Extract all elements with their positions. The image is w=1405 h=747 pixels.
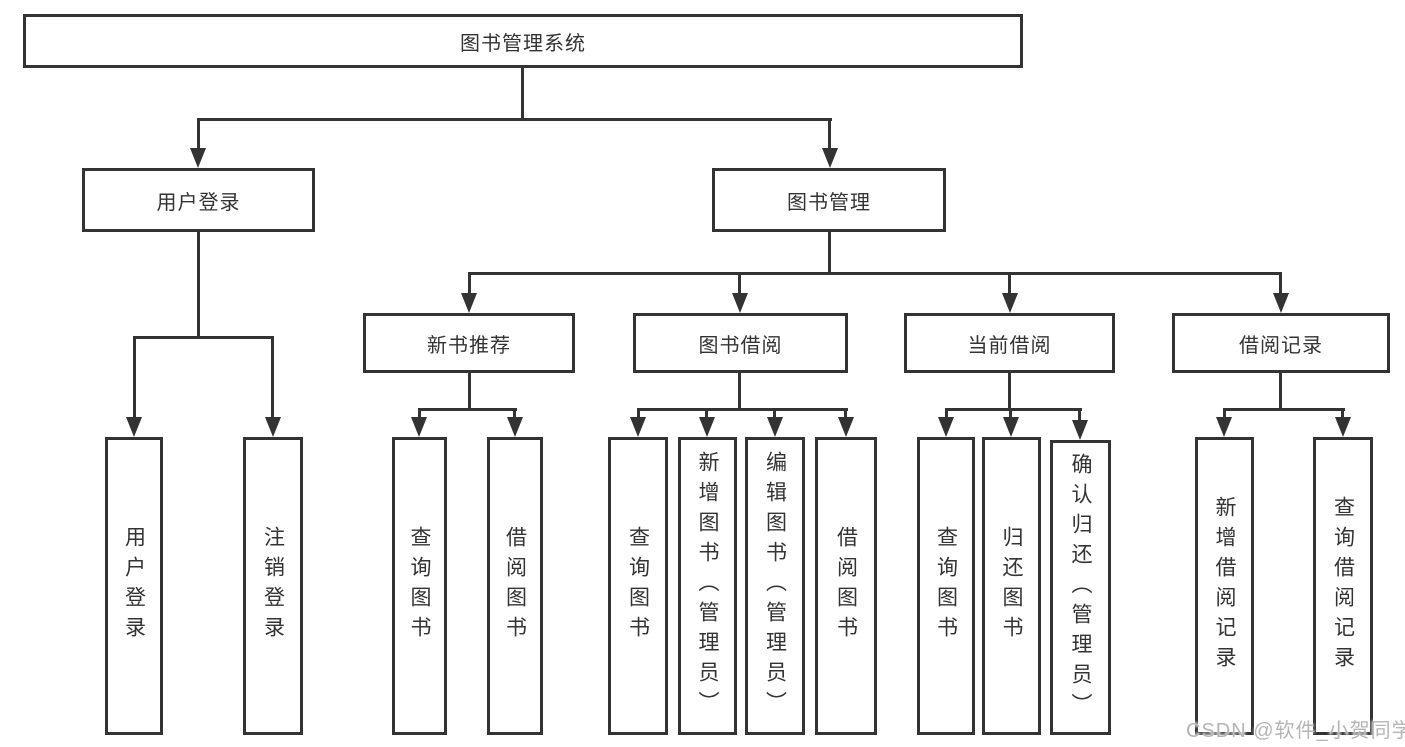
node-label: 借阅记录 (1239, 334, 1323, 357)
connector-line (637, 408, 640, 419)
connector-line (133, 336, 136, 419)
leaf-label: 查询图书 (626, 526, 650, 646)
node-user-login: 用户登录 (82, 168, 315, 232)
leaf-label: 确认归还（管理员） (1069, 452, 1092, 723)
leaf-label: 借阅图书 (503, 526, 527, 646)
connector-line (513, 408, 516, 419)
leaf-query-borrow-record: 查询借阅记录 (1313, 437, 1373, 735)
node-label: 图书借阅 (698, 334, 783, 357)
arrowhead-icon (507, 417, 523, 437)
leaf-label: 编辑图书（管理员） (763, 451, 787, 721)
leaf-query-books-current: 查询图书 (917, 437, 975, 735)
arrowhead-icon (838, 417, 854, 437)
connector-user-login-split (133, 336, 274, 339)
node-label: 图书管理 (787, 191, 871, 214)
watermark: CSDN @软件_小贺同学 (1186, 720, 1405, 742)
leaf-label: 查询图书 (934, 526, 958, 646)
connector-line (738, 272, 741, 295)
leaf-label: 用户登录 (122, 526, 146, 646)
arrowhead-icon (1335, 417, 1351, 437)
connector-line (418, 408, 421, 419)
node-label: 当前借阅 (967, 334, 1052, 357)
leaf-label: 查询图书 (408, 526, 431, 646)
connector-user-login-stem (197, 232, 200, 339)
leaf-borrow-books-recommend: 借阅图书 (487, 437, 543, 735)
connector-root-split (197, 118, 832, 121)
arrowhead-icon (1273, 293, 1289, 313)
connector-records-split (1223, 408, 1345, 411)
connector-line (1078, 408, 1081, 421)
connector-line (1279, 272, 1282, 295)
leaf-label: 新增图书（管理员） (696, 451, 719, 721)
arrowhead-icon (265, 417, 281, 437)
node-new-book-recommendation: 新书推荐 (363, 313, 575, 373)
arrowhead-icon (1216, 417, 1232, 437)
arrowhead-icon (732, 293, 748, 313)
node-label: 图书管理系统 (460, 32, 586, 55)
connector-line (945, 408, 948, 419)
leaf-label: 新增借阅记录 (1213, 496, 1236, 676)
leaf-borrow-books-borrow: 借阅图书 (815, 437, 877, 735)
arrowhead-icon (938, 417, 954, 437)
arrowhead-icon (1002, 293, 1018, 313)
node-book-borrowing: 图书借阅 (633, 313, 848, 373)
node-borrowing-records: 借阅记录 (1172, 313, 1390, 373)
connector-root-stem (521, 68, 524, 121)
leaf-add-borrow-record: 新增借阅记录 (1195, 437, 1254, 735)
connector-current-split (945, 408, 1082, 411)
connector-line (773, 408, 776, 419)
connector-current-stem (1008, 373, 1011, 411)
leaf-return-books: 归还图书 (982, 437, 1041, 735)
arrowhead-icon (1003, 417, 1019, 437)
connector-line (828, 118, 831, 150)
arrowhead-icon (1072, 420, 1088, 440)
connector-line (197, 118, 200, 150)
connector-line (1341, 408, 1344, 419)
arrowhead-icon (699, 417, 715, 437)
arrowhead-icon (126, 417, 142, 437)
node-book-management: 图书管理 (712, 168, 946, 232)
leaf-label: 查询借阅记录 (1331, 496, 1355, 676)
leaf-logout: 注销登录 (243, 437, 303, 735)
connector-records-stem (1279, 373, 1282, 411)
node-current-borrowing: 当前借阅 (904, 313, 1115, 373)
arrowhead-icon (411, 417, 427, 437)
leaf-confirm-return-admin: 确认归还（管理员） (1050, 440, 1111, 735)
arrowhead-icon (630, 417, 646, 437)
arrowhead-icon (190, 148, 206, 168)
node-library-management-system: 图书管理系统 (23, 14, 1023, 68)
connector-line (844, 408, 847, 419)
leaf-query-books-borrow: 查询图书 (608, 437, 668, 735)
leaf-edit-books-admin: 编辑图书（管理员） (745, 437, 805, 735)
leaf-query-books-recommend: 查询图书 (392, 437, 447, 735)
leaf-label: 借阅图书 (834, 526, 858, 646)
node-label: 用户登录 (156, 191, 241, 214)
arrowhead-icon (822, 148, 838, 168)
connector-borrow-stem (738, 373, 741, 411)
connector-line (1223, 408, 1226, 419)
connector-line (1008, 272, 1011, 295)
connector-line (468, 272, 471, 295)
leaf-add-books-admin: 新增图书（管理员） (678, 437, 737, 735)
connector-recommend-split (418, 408, 517, 411)
leaf-label: 注销登录 (261, 526, 285, 646)
connector-book-mgmt-stem (828, 232, 831, 275)
connector-borrow-split (637, 408, 848, 411)
connector-book-mgmt-split (468, 272, 1282, 275)
arrowhead-icon (461, 293, 477, 313)
connector-line (705, 408, 708, 419)
connector-recommend-stem (468, 373, 471, 411)
leaf-label: 归还图书 (1000, 526, 1023, 646)
arrowhead-icon (767, 417, 783, 437)
leaf-user-login: 用户登录 (105, 437, 163, 735)
node-label: 新书推荐 (427, 334, 511, 357)
connector-line (1009, 408, 1012, 419)
connector-line (271, 336, 274, 419)
